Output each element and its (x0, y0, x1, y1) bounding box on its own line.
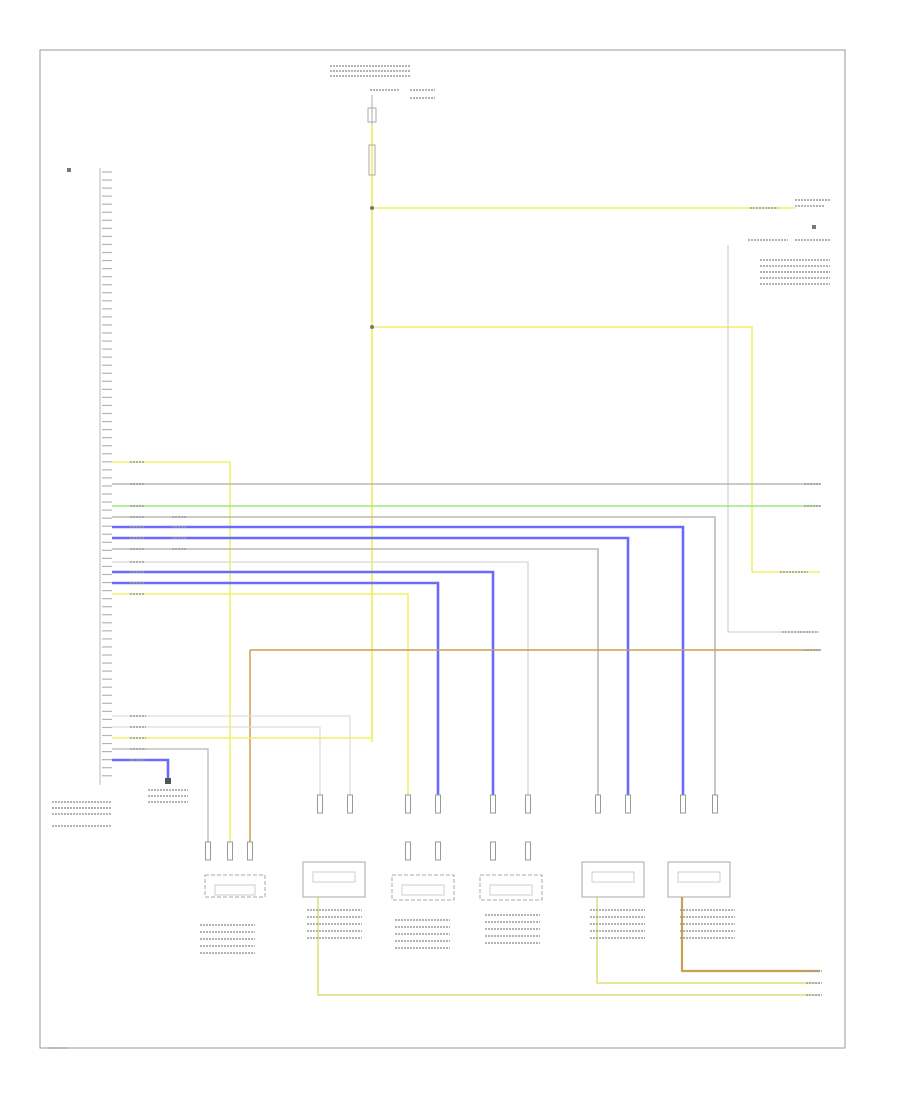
pin-connector (490, 841, 496, 861)
front-trans-heater-switch-body (214, 884, 256, 896)
pin-connector (405, 841, 411, 861)
wire-gry-4 (112, 748, 209, 860)
wire-blu-3 (112, 570, 495, 805)
seat-heater-switch-5-body (677, 871, 721, 883)
wire-group (112, 95, 820, 996)
pin-connector (595, 794, 601, 814)
wire-blu-5 (112, 758, 170, 778)
ground-sense-wire (727, 245, 820, 633)
pin-connector (347, 794, 353, 814)
rear-pass-heater-switch (302, 861, 366, 898)
pin-connector (490, 794, 496, 814)
hvac-module-marker (67, 168, 71, 172)
pin-connector (680, 794, 686, 814)
wire-yel-2 (112, 593, 409, 805)
ground-wire-3 (680, 897, 820, 973)
pin-connector (712, 794, 718, 814)
pin-connector (435, 841, 441, 861)
wire-wht-1 (112, 561, 529, 805)
seat-heater-switch-4-body (591, 871, 635, 883)
diagram-border (39, 49, 846, 1049)
connector-group (99, 168, 718, 861)
wire-gry-2 (112, 516, 716, 805)
driver-seat-heater-switch-body (401, 884, 445, 896)
ground-wire-2 (596, 897, 820, 984)
pin-connector (205, 841, 211, 861)
seat-heater-feed-wire (372, 326, 820, 573)
wire-blu-1 (112, 525, 685, 805)
ground-block (165, 778, 171, 784)
wire-blu-2 (112, 536, 630, 805)
front-heater-switch-body (489, 884, 533, 896)
pin-connector (317, 794, 323, 814)
seat-heater-switch-4 (581, 861, 645, 898)
pin-connector (405, 794, 411, 814)
wire-wht-3 (112, 726, 321, 805)
rear-pass-heater-switch-body (312, 871, 356, 883)
splice-dot (370, 206, 374, 210)
fuse-symbol (367, 107, 377, 123)
wire-blu-4 (112, 581, 440, 805)
label-group (48, 65, 830, 1049)
pin-connector (247, 841, 253, 861)
wire-connector (368, 144, 376, 176)
switch-marker (812, 225, 816, 229)
front-trans-heater-switch (204, 874, 266, 898)
pin-connector (227, 841, 233, 861)
ground-wire-1 (317, 897, 820, 996)
pin-connector (435, 794, 441, 814)
pin-connector (525, 841, 531, 861)
seat-heater-switch-5 (667, 861, 731, 898)
front-heater-switch (479, 874, 543, 901)
pin-connector (525, 794, 531, 814)
pin-connector (625, 794, 631, 814)
splice-dot (370, 325, 374, 329)
driver-seat-heater-switch (391, 874, 455, 901)
wire-gry-3 (112, 548, 599, 805)
component-group (67, 107, 816, 901)
wire-yel-1 (112, 461, 231, 860)
wire-wht-2 (112, 715, 351, 805)
